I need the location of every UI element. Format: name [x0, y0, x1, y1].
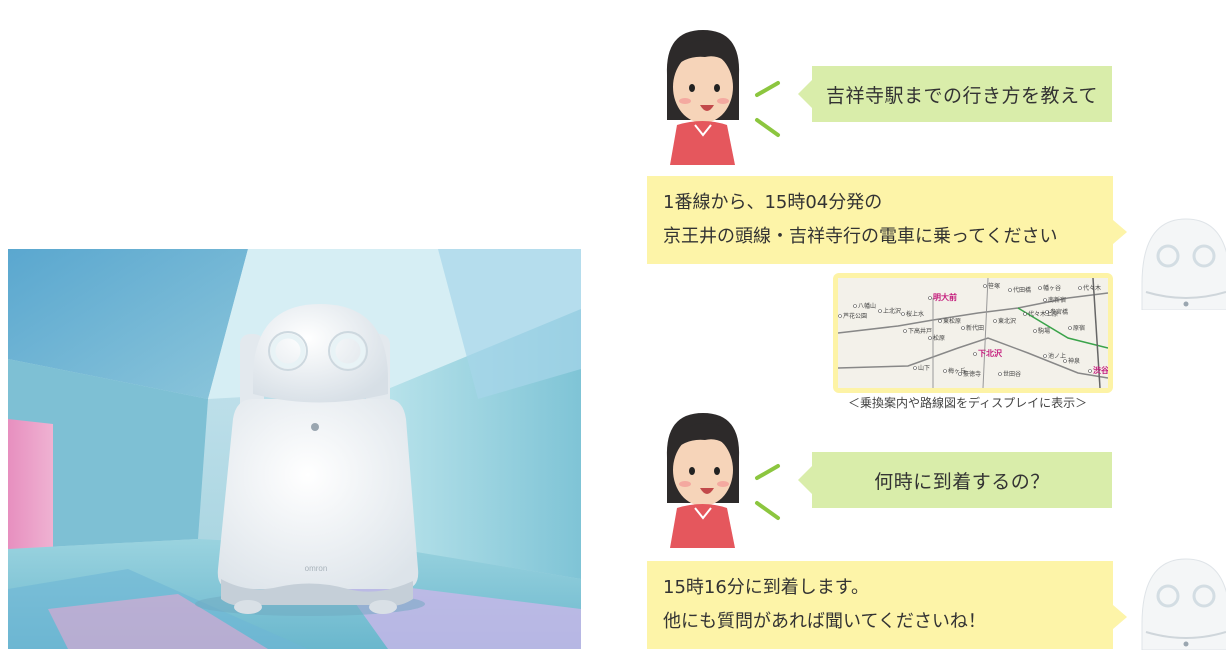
station-label: 山下	[918, 364, 930, 372]
station-marker	[838, 314, 842, 318]
station-label: 桜上水	[906, 310, 924, 318]
station-label: 参宮橋	[1050, 308, 1068, 316]
robot-head	[253, 304, 388, 403]
station-marker	[1078, 286, 1082, 290]
robot-answer-line: 1番線から、15時04分発の	[663, 192, 883, 213]
map-caption: ＜乗換案内や路線図をディスプレイに表示＞	[848, 396, 1088, 410]
station-marker	[993, 319, 997, 323]
bg-plane-right-top	[438, 249, 581, 399]
station-marker	[983, 284, 987, 288]
robot-left-eye	[270, 333, 306, 369]
woman-avatar-icon	[655, 408, 750, 548]
robot-logo: omron	[305, 564, 328, 573]
station-label: 八幡山	[858, 302, 876, 310]
speech-marks-icon	[755, 464, 780, 520]
station-marker	[878, 309, 882, 313]
station-marker	[903, 329, 907, 333]
station-marker	[938, 319, 942, 323]
station-label: 原宿	[1073, 324, 1085, 332]
station-marker	[961, 326, 965, 330]
robot-camera-icon	[311, 423, 319, 431]
robot-head-icon	[1138, 214, 1226, 310]
station-marker	[1068, 326, 1072, 330]
robot-product-image: omron	[8, 249, 581, 649]
station-label: 神泉	[1068, 357, 1080, 365]
bg-pink-wall	[8, 419, 53, 589]
station-label: 東北沢	[998, 317, 1016, 325]
robot-body	[217, 399, 419, 589]
station-marker	[1063, 359, 1067, 363]
user-question-text: 何時に到着するの？	[874, 470, 1050, 493]
station-marker	[1043, 354, 1047, 358]
station-marker	[928, 296, 932, 300]
robot-answer-line: 15時16分に到着します。	[663, 577, 870, 598]
station-label: 上北沢	[883, 307, 901, 315]
user-question-text: 吉祥寺駅までの行き方を教えて	[825, 84, 1099, 107]
user-question-bubble-1: 吉祥寺駅までの行き方を教えて	[798, 66, 1112, 122]
station-label: 東松原	[943, 317, 961, 325]
station-marker	[998, 372, 1002, 376]
station-label: 梅ヶ丘	[948, 367, 966, 375]
robot-scene: omron	[8, 249, 581, 649]
robot-answer-line: 京王井の頭線・吉祥寺行の電車に乗ってください	[663, 226, 1058, 247]
station-label: 代々木	[1083, 284, 1101, 292]
station-label: 代々木上原	[1028, 310, 1058, 318]
robot-base	[221, 579, 413, 607]
station-marker	[1038, 286, 1042, 290]
robot-answer-bubble-1: 1番線から、15時04分発の 京王井の頭線・吉祥寺行の電車に乗ってください	[647, 176, 1127, 264]
bg-plane-left	[8, 359, 208, 549]
robot-right-eye	[330, 333, 366, 369]
station-marker	[901, 312, 905, 316]
station-label: 幡ヶ谷	[1043, 284, 1061, 292]
station-label: 豪徳寺	[963, 370, 981, 378]
robot-answer-bubble-2: 15時16分に到着します。 他にも質問があれば聞いてくださいね！	[647, 561, 1127, 649]
station-label: 南新宿	[1048, 296, 1066, 304]
user-question-bubble-2: 何時に到着するの？	[798, 452, 1112, 508]
station-marker	[853, 304, 857, 308]
station-label: 代田橋	[1013, 286, 1031, 294]
station-label: 駒場	[1038, 327, 1050, 335]
speech-marks-icon	[755, 81, 780, 137]
woman-avatar-icon	[655, 25, 750, 165]
bg-plane-top-left	[8, 249, 248, 399]
station-marker	[1045, 310, 1049, 314]
station-marker	[1043, 298, 1047, 302]
station-label: 池ノ上	[1048, 352, 1066, 360]
station-label: 松原	[933, 334, 945, 342]
station-label: 笹塚	[988, 282, 1000, 290]
station-label: 世田谷	[1003, 370, 1021, 378]
station-marker	[973, 352, 977, 356]
station-marker	[1023, 312, 1027, 316]
station-label: 下北沢	[978, 348, 1003, 358]
station-marker	[958, 372, 962, 376]
station-marker	[943, 369, 947, 373]
station-label: 渋谷	[1093, 365, 1108, 375]
station-marker	[1088, 369, 1092, 373]
station-marker	[1033, 329, 1037, 333]
robot-head-icon	[1138, 554, 1226, 650]
station-label: 新代田	[966, 324, 984, 332]
station-label: 明大前	[933, 292, 957, 302]
station-marker	[913, 366, 917, 370]
station-label: 芦花公園	[843, 312, 867, 320]
station-marker	[928, 336, 932, 340]
station-marker	[1008, 288, 1012, 292]
station-label: 下高井戸	[908, 327, 932, 335]
bg-floor-pink	[48, 594, 268, 649]
robot-answer-line: 他にも質問があれば聞いてくださいね！	[663, 611, 986, 632]
route-map: 代々木明大前下北沢渋谷 代田橋 幡ヶ谷南新宿参宮橋東松原新代田 東北沢 代々木上原駒場池…	[833, 273, 1113, 393]
